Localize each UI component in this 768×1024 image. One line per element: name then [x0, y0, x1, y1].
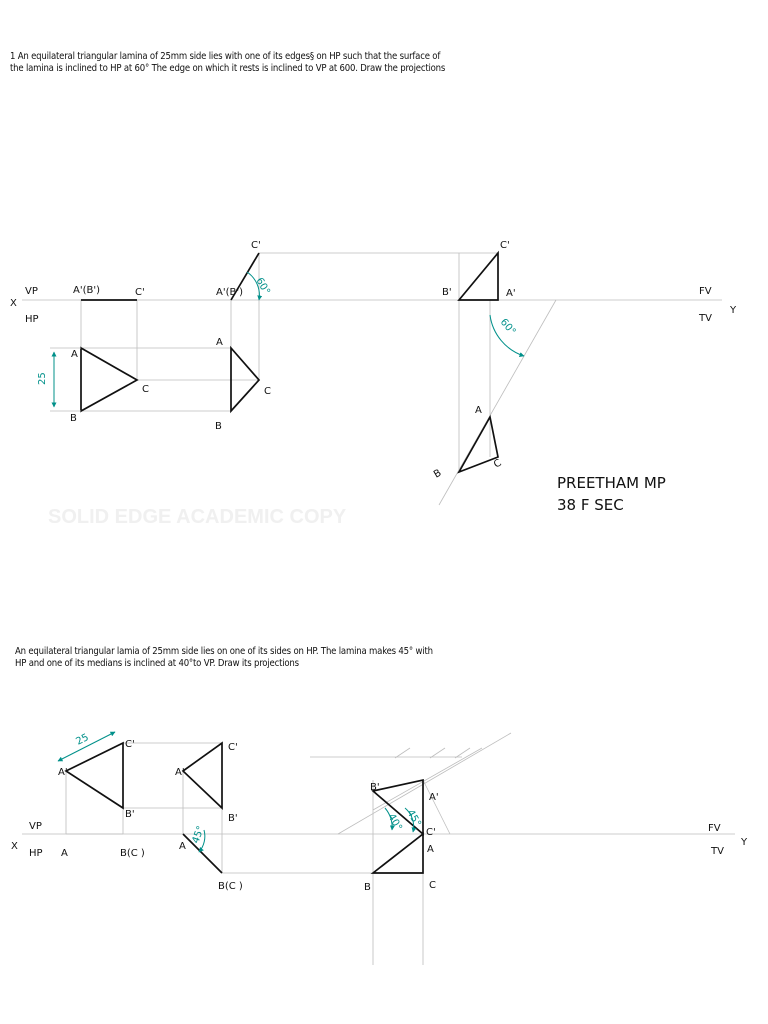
p1-angle-60-label-1: 60° [253, 276, 271, 297]
vp-label-1: VP [25, 286, 38, 297]
p1-label-c-prime-3: C' [500, 240, 510, 251]
p1-label-b-1: B [70, 413, 77, 424]
x-label-1: X [10, 298, 17, 309]
p2-label-bc-2: B(C ) [218, 881, 243, 892]
p1-label-c-prime-1: C' [135, 287, 145, 298]
p2-label-b-prime-2: B' [228, 813, 238, 824]
p2-label-c-prime-3: C' [426, 827, 436, 838]
p2-label-a-prime-2: A' [175, 767, 185, 778]
p1-label-c-2: C [264, 386, 271, 397]
p1-label-a-3: A [475, 405, 482, 416]
p2-label-b-prime-3: B' [370, 782, 380, 793]
tv-label-2: TV [710, 846, 724, 857]
problem-2-statement: An equilateral triangular lamia of 25mm … [15, 646, 433, 670]
p1-label-b-3: B [432, 468, 444, 481]
hp-label-1: HP [25, 314, 39, 325]
p1-label-a1b1-2: A'(B') [216, 287, 243, 298]
hp-label-2: HP [29, 848, 43, 859]
p2-label-c-3: C [429, 880, 436, 891]
y-label-1: Y [729, 305, 737, 316]
problem-2-line-1: An equilateral triangular lamia of 25mm … [15, 646, 433, 657]
p1-angle-60-arc-2 [489, 314, 525, 357]
p1-angle-60-label-2: 60° [498, 317, 518, 338]
fv-label-1: FV [699, 286, 712, 297]
p1-top-view-3 [457, 414, 499, 474]
p1-label-b-2: B [215, 421, 222, 432]
vp-label-2: VP [29, 821, 42, 832]
p2-angle-45-arc-1 [198, 829, 206, 853]
p1-label-a-1: A [71, 349, 78, 360]
problem-1-line-1: 1 An equilateral triangular lamina of 25… [10, 51, 441, 62]
p1-angle-60-arc-1 [246, 271, 263, 301]
problem-1-construction-lines [80, 252, 557, 506]
p2-label-a-prime-3: A' [429, 792, 439, 803]
student-section: 38 F SEC [557, 496, 624, 514]
problem-1-line-2: the lamina is inclined to HP at 60° The … [10, 63, 446, 74]
p2-angle-40-arc [384, 807, 395, 831]
p2-label-c-prime-1: C' [125, 739, 135, 750]
p1-label-c-1: C [142, 384, 149, 395]
p1-label-c-prime-2: C' [251, 240, 261, 251]
p1-label-a1b1: A'(B') [73, 285, 100, 296]
y-label-2: Y [740, 837, 748, 848]
problem-2-line-2: HP and one of its medians is inclined at… [15, 658, 299, 669]
p2-angle-45-arc-2 [404, 807, 417, 833]
problem-1-statement: 1 An equilateral triangular lamina of 25… [10, 51, 445, 75]
p2-front-view-2 [181, 741, 223, 810]
problem-2-drawing: 25 45° 40° 45° X VP HP FV TV Y A' C' B' … [11, 731, 748, 965]
p2-label-b-prime-1: B' [125, 809, 135, 820]
p1-front-view-3 [457, 250, 499, 301]
p1-front-view-2 [230, 252, 260, 301]
p1-label-b-prime-3: B' [442, 287, 452, 298]
p2-angle-45-label-2: 45° [404, 808, 422, 829]
student-name: PREETHAM MP [557, 474, 666, 492]
p1-top-view-1 [80, 346, 139, 413]
p2-front-view-3 [371, 778, 424, 836]
p2-label-c-prime-2: C' [228, 742, 238, 753]
p2-label-a-prime-1: A' [58, 767, 68, 778]
p2-label-bc-1: B(C ) [120, 848, 145, 859]
p1-top-view-2 [230, 345, 261, 414]
p2-dimension-25 [57, 731, 116, 762]
p2-top-view-2 [182, 833, 223, 874]
p1-dimension-25-label: 25 [37, 372, 48, 385]
p2-dimension-25-label: 25 [74, 732, 90, 748]
x-label-2: X [11, 841, 18, 852]
tv-label-1: TV [698, 313, 712, 324]
p1-label-a-prime-3: A' [506, 288, 516, 299]
p1-label-c-3: C [492, 458, 504, 471]
p1-label-a-2: A [216, 337, 223, 348]
problem-1-drawing: 25 60° 60° X VP HP FV TV Y A'(B') C' A B… [10, 240, 737, 506]
p2-top-view-3 [370, 832, 424, 874]
watermark: SOLID EDGE ACADEMIC COPY [48, 506, 347, 528]
p2-label-a-3: A [427, 844, 434, 855]
p2-label-b-3: B [364, 882, 371, 893]
p2-label-a-1: A [61, 848, 68, 859]
p2-label-a-2: A [179, 841, 186, 852]
fv-label-2: FV [708, 823, 721, 834]
